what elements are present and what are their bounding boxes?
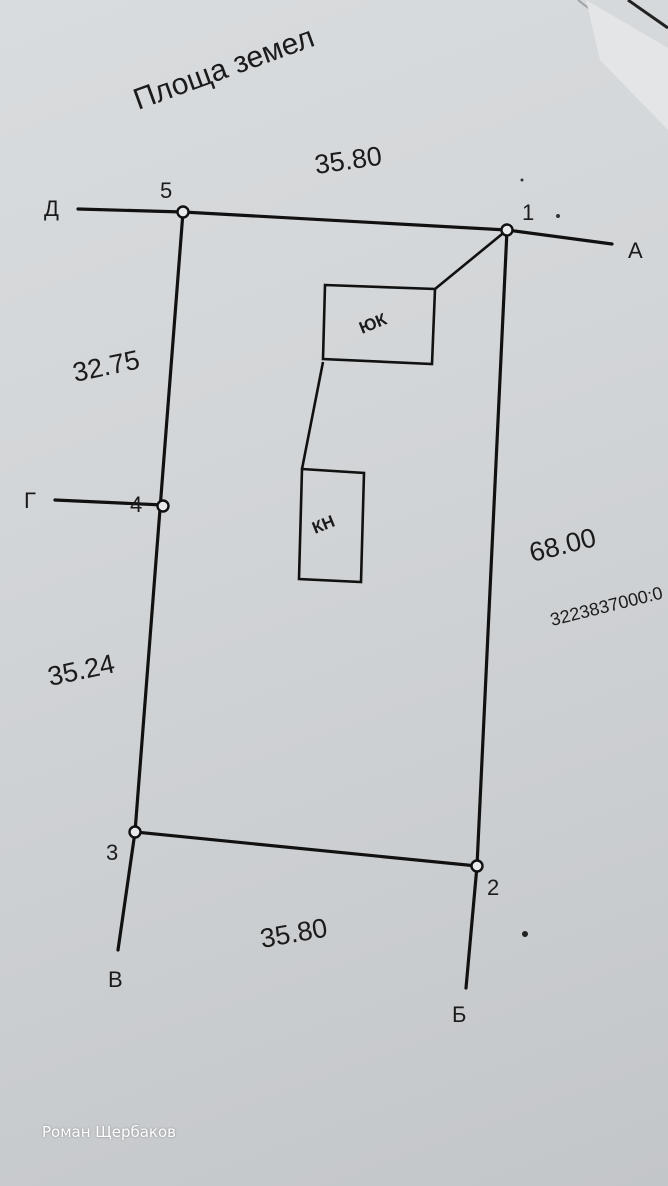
point-label-4: 4 [130,492,142,517]
point-label-1: 1 [522,200,534,225]
neighbor-letter-b: Б [452,1002,466,1027]
dimension-bottom: 35.80 [258,913,330,954]
neighbor-line-v [116,830,137,952]
plan-title: Площа земел [129,21,319,117]
point-label-3: 3 [106,840,118,865]
neighbor-letter-v: В [108,967,123,992]
building-summer-kitchen [321,283,437,366]
building-label-house: КН [309,512,337,538]
author-watermark: Роман Щербаков [42,1123,176,1141]
point-label-2: 2 [487,875,499,900]
boundary-node-2 [470,859,484,873]
connector-summer-kitchen [434,228,508,291]
boundary-node-3 [128,825,142,839]
dimension-left-upper: 32.75 [70,344,142,387]
neighbor-line-g [53,498,165,507]
dimension-top: 35.80 [313,141,384,180]
boundary-node-1 [500,223,514,237]
building-label-summer-kitchen: ЮК [356,309,390,337]
speck [556,214,560,218]
neighbor-letter-g: Г [24,488,36,513]
sheet-corner-line [627,0,668,30]
boundary-node-5 [176,205,190,219]
point-label-5: 5 [160,178,172,203]
path-between-buildings [300,361,325,470]
speck [522,931,528,937]
neighbor-letter-d: Д [44,196,59,221]
sheet-fold [586,0,668,130]
neighbor-letter-a: А [628,238,643,263]
neighbor-line-a [505,228,614,246]
speck [520,178,524,182]
dimension-left-lower: 35.24 [45,648,117,691]
neighbor-line-b [464,864,479,990]
dimension-right: 68.00 [526,522,599,567]
plot-boundary [133,210,509,868]
neighbor-line-d [76,207,185,214]
building-house [297,467,366,584]
boundary-node-4 [156,499,170,513]
cadastral-number: 3223837000:0 [548,583,665,630]
